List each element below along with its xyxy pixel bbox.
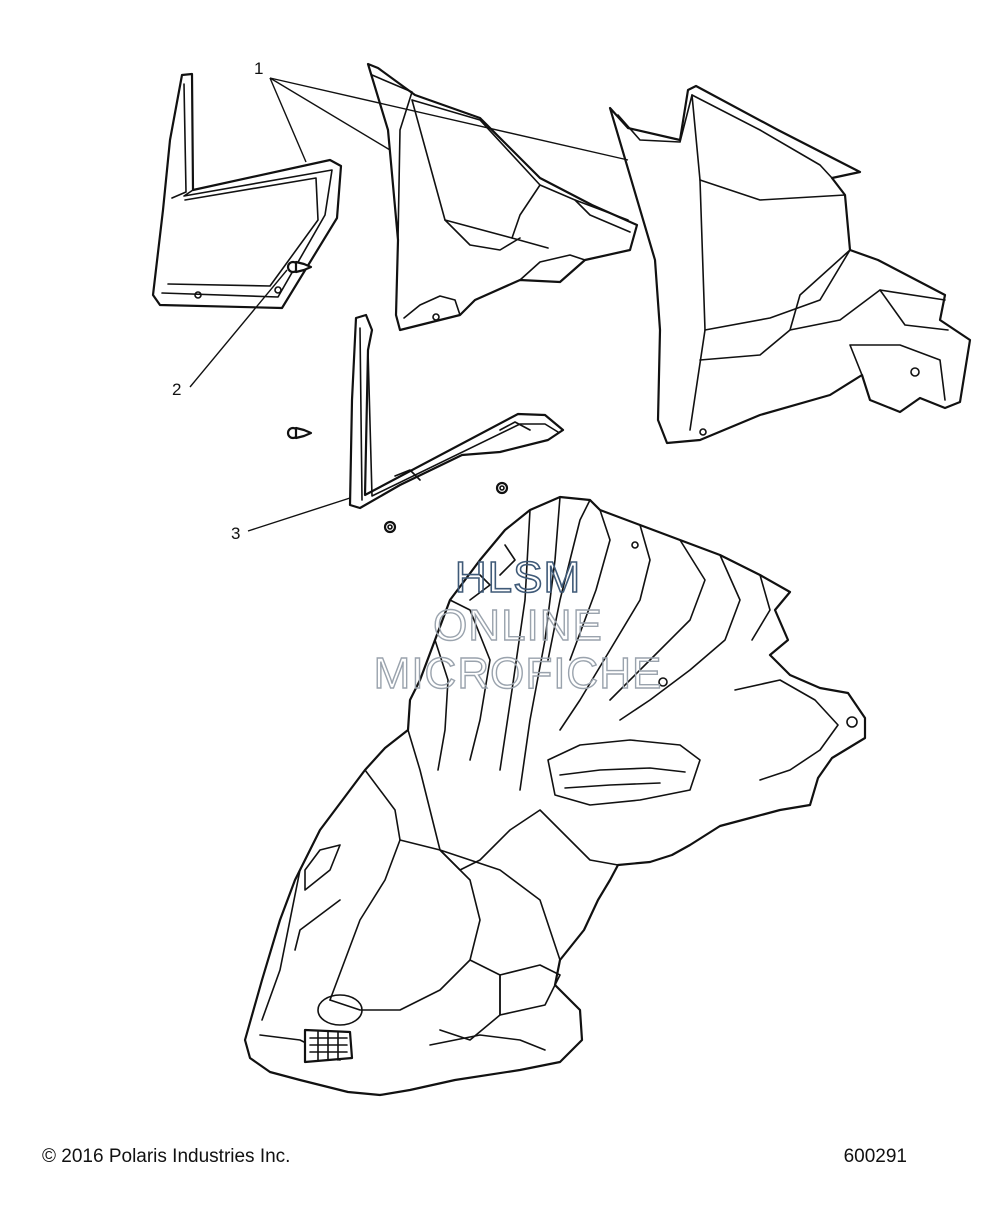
hood-assembly[interactable] [243,495,867,1097]
svg-text:ONLINE: ONLINE [433,601,603,650]
side-panel-small[interactable] [151,72,343,310]
figure-number: 600291 [843,1146,907,1167]
inner-trim-panel[interactable] [348,313,565,510]
push-rivet[interactable] [286,260,313,274]
push-nut[interactable] [495,481,509,495]
callout-1: 1 [254,59,629,163]
svg-text:1: 1 [254,59,263,78]
side-panel-medium[interactable] [366,62,639,332]
push-rivet[interactable] [286,426,313,440]
watermark: HLSM ONLINE MICROFICHE [373,552,663,699]
svg-text:2: 2 [172,380,181,399]
side-panel-large[interactable] [608,84,972,445]
callout-2: 2 [172,269,288,399]
callout-3: 3 [231,497,351,543]
svg-text:3: 3 [231,524,240,543]
push-nut[interactable] [383,520,397,534]
svg-text:MICROFICHE: MICROFICHE [374,649,663,698]
copyright-notice: © 2016 Polaris Industries Inc. [42,1146,291,1167]
svg-text:HLSM: HLSM [455,553,581,602]
